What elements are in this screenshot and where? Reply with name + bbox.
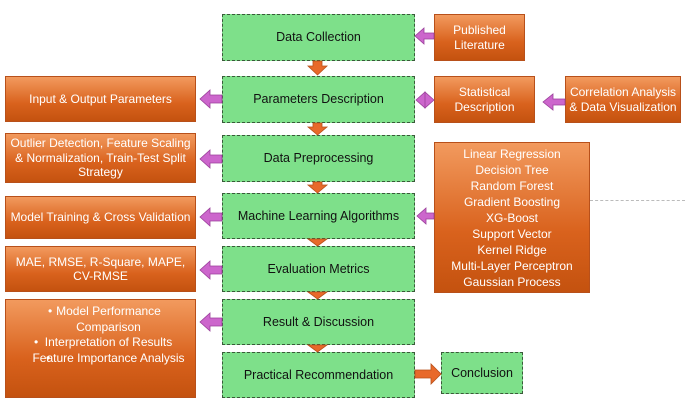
down-arrow [306, 181, 329, 194]
double-arrow [415, 91, 435, 109]
algorithm-item: Support Vector [472, 227, 552, 241]
data-preprocessing-label: Data Preprocessing [263, 151, 374, 165]
model-training-box: Model Training & Cross Validation [5, 196, 196, 239]
left-arrow [542, 93, 566, 111]
conclusion-label: Conclusion [451, 365, 513, 380]
algorithm-item: Random Forest [470, 179, 554, 193]
result-discussion-box: Result & Discussion [222, 299, 415, 345]
result-item: Model Performance Comparison [28, 304, 189, 335]
result-items-box: Model Performance Comparison Interpretat… [5, 299, 196, 398]
algorithm-item: Gaussian Process [463, 275, 561, 289]
metrics-list-label: MAE, RMSE, R-Square, MAPE, CV-RMSE [15, 254, 186, 283]
published-literature-label: Published Literature [453, 23, 506, 52]
algorithm-item: Gradient Boosting [463, 195, 561, 209]
left-arrow [416, 207, 435, 225]
right-arrow [414, 363, 442, 385]
data-collection-label: Data Collection [276, 30, 361, 44]
correlation-box: Correlation Analysis & Data Visualizatio… [565, 76, 681, 123]
down-arrow [306, 238, 329, 247]
result-item: Interpretation of Results [28, 335, 189, 351]
ml-algorithms-label: Machine Learning Algorithms [237, 208, 400, 223]
algorithm-item: Linear Regression [463, 147, 561, 161]
parameters-description-box: Parameters Description [222, 76, 415, 123]
left-arrow [199, 89, 223, 109]
result-discussion-label: Result & Discussion [262, 314, 375, 329]
input-output-label: Input & Output Parameters [29, 91, 172, 106]
input-output-box: Input & Output Parameters [5, 76, 196, 122]
practical-recommendation-box: Practical Recommendation [222, 352, 415, 398]
conclusion-box: Conclusion [441, 352, 523, 394]
down-arrow [306, 291, 329, 300]
left-arrow [414, 27, 435, 45]
model-training-label: Model Training & Cross Validation [10, 210, 191, 225]
evaluation-metrics-label: Evaluation Metrics [267, 261, 370, 276]
algorithm-item: Multi-Layer Perceptron [451, 259, 573, 273]
published-literature-box: Published Literature [434, 14, 525, 61]
parameters-description-label: Parameters Description [253, 92, 384, 106]
result-item: Feature Importance Analysis [28, 351, 189, 367]
preprocessing-detail-label: Outlier Detection, Feature Scaling & Nor… [10, 136, 191, 180]
decorative-divider [590, 200, 685, 201]
down-arrow [306, 344, 329, 353]
metrics-list-box: MAE, RMSE, R-Square, MAPE, CV-RMSE [5, 246, 196, 292]
left-arrow [199, 149, 223, 169]
left-arrow [199, 312, 223, 332]
algorithm-item: Decision Tree [475, 163, 549, 177]
algorithm-item: Kernel Ridge [477, 243, 547, 257]
down-arrow [306, 60, 329, 76]
preprocessing-detail-box: Outlier Detection, Feature Scaling & Nor… [5, 133, 196, 183]
left-arrow [199, 260, 223, 280]
practical-recommendation-label: Practical Recommendation [243, 367, 394, 382]
algorithms-list-box: Linear Regression Decision Tree Random F… [434, 142, 590, 293]
ml-algorithms-box: Machine Learning Algorithms [222, 193, 415, 239]
statistical-description-box: Statistical Description [434, 76, 535, 123]
statistical-description-label: Statistical Description [454, 85, 515, 114]
algorithm-item: XG-Boost [485, 211, 539, 225]
down-arrow [306, 122, 329, 136]
data-collection-box: Data Collection [222, 14, 415, 61]
data-preprocessing-box: Data Preprocessing [222, 135, 415, 182]
evaluation-metrics-box: Evaluation Metrics [222, 246, 415, 292]
left-arrow [199, 207, 223, 227]
correlation-label: Correlation Analysis & Data Visualizatio… [569, 85, 677, 114]
